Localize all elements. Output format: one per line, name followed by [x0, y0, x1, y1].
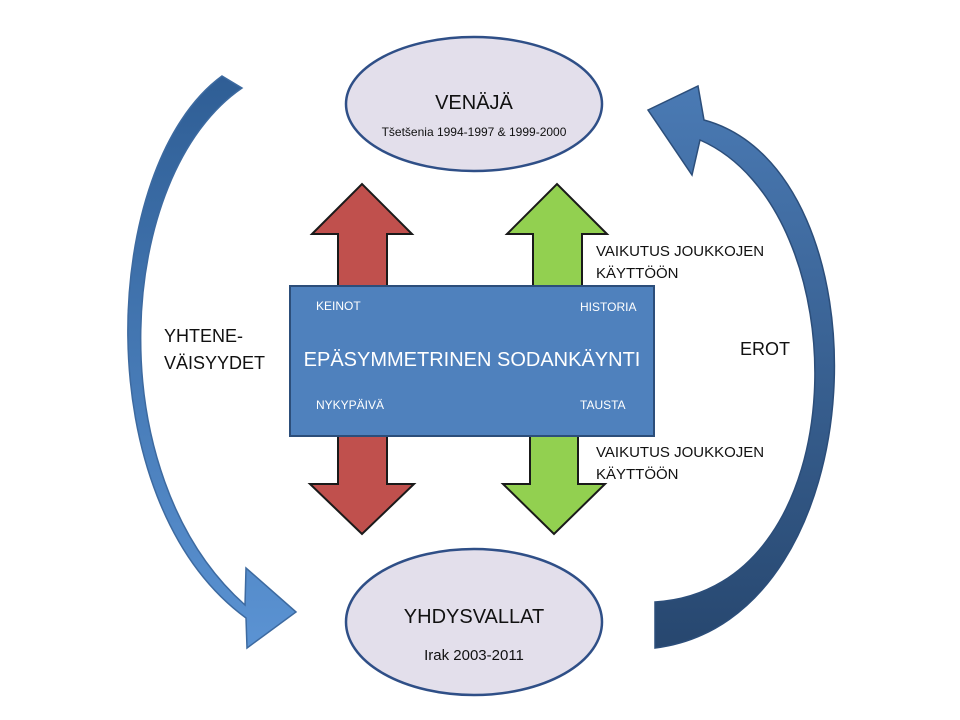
- box-bottom-left-label: NYKYPÄIVÄ: [316, 398, 385, 412]
- left-arrow-label-line-1: YHTENE-: [164, 326, 244, 346]
- center-box: [289, 285, 655, 437]
- box-bottom-right-label: TAUSTA: [580, 398, 626, 412]
- bottom-node-subtitle: Irak 2003-2011: [424, 647, 524, 664]
- bottom-node-ellipse: [344, 547, 604, 697]
- upper-effect-label-line-2: KÄYTTÖÖN: [596, 265, 679, 282]
- left-curved-arrow: [127, 75, 298, 650]
- right-arrow-label: EROT: [740, 339, 791, 359]
- lower-effect-label-line-1: VAIKUTUS JOUKKOJEN: [596, 444, 765, 461]
- left-arrow-label: YHTENE- VÄISYYDET: [164, 323, 265, 377]
- right-curved-arrow: [646, 84, 836, 649]
- left-arrow-label-line-2: VÄISYYDET: [164, 353, 266, 373]
- top-node-subtitle: Tšetšenia 1994-1997 & 1999-2000: [381, 125, 567, 139]
- upper-effect-label-line-1: VAIKUTUS JOUKKOJEN: [596, 243, 765, 260]
- red-down-arrow: [307, 435, 417, 536]
- box-title: EPÄSYMMETRINEN SODANKÄYNTI: [303, 349, 641, 371]
- lower-effect-label-line-2: KÄYTTÖÖN: [596, 466, 679, 483]
- bottom-node-title: YHDYSVALLAT: [403, 606, 545, 628]
- green-down-arrow: [500, 435, 608, 536]
- green-up-arrow: [504, 182, 610, 287]
- top-node-ellipse: [344, 35, 604, 173]
- upper-effect-label: VAIKUTUS JOUKKOJEN KÄYTTÖÖN: [596, 241, 764, 285]
- red-up-arrow: [309, 182, 415, 287]
- lower-effect-label: VAIKUTUS JOUKKOJEN KÄYTTÖÖN: [596, 442, 764, 486]
- top-node-title: VENÄJÄ: [435, 92, 513, 114]
- box-top-left-label: KEINOT: [316, 299, 361, 313]
- box-top-right-label: HISTORIA: [580, 300, 637, 314]
